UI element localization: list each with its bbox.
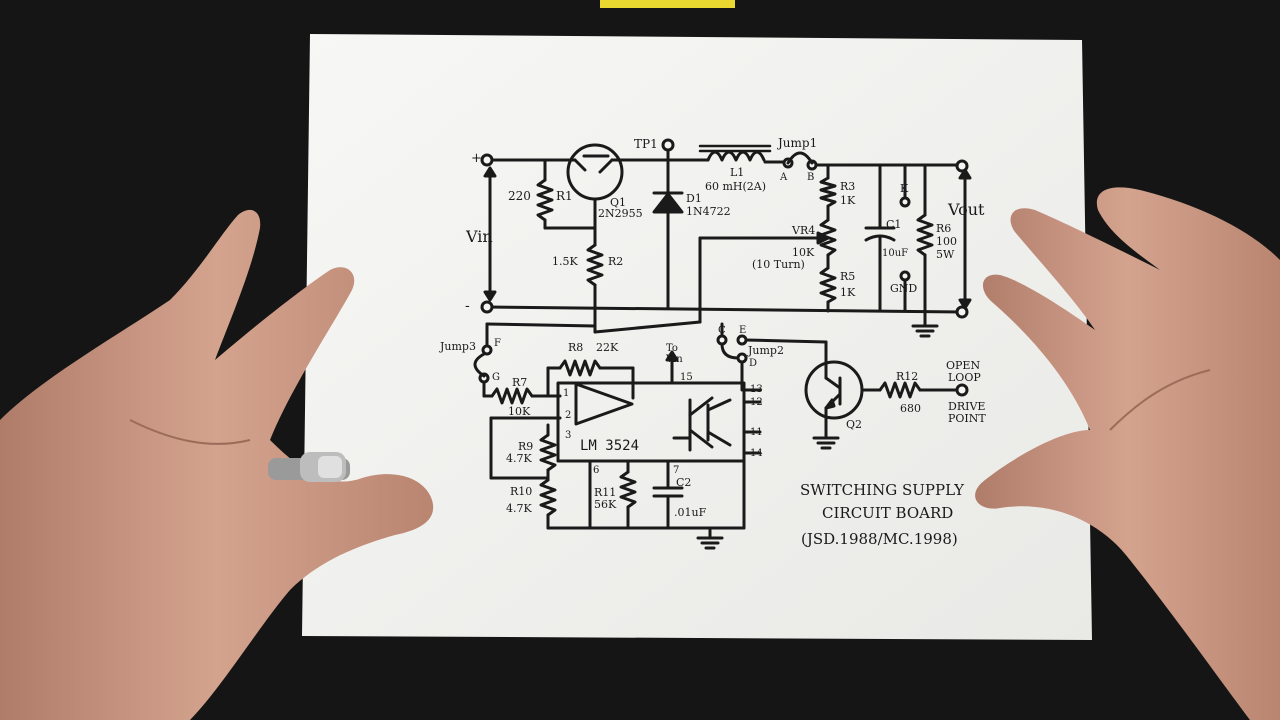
title-line-1: SWITCHING SUPPLY [800,481,965,499]
pin-2: 2 [565,410,571,421]
pin-7: 7 [673,465,679,476]
jump1-label: Jump1 [776,136,817,150]
jump3-f: F [494,338,501,349]
r2-value: 1.5K [552,255,578,268]
schematic-labels: + - Vin Vout TP1 220 R1 Q1 2N2955 D1 1N4… [439,136,986,548]
vout-label: Vout [947,200,985,219]
pin-12: 12 [750,397,763,408]
pin-14: 14 [750,448,763,459]
q2-label: Q2 [846,418,862,431]
r10-label: R10 [510,485,532,498]
r6-label: R6 [936,222,951,235]
drive-line-3: DRIVE [948,400,985,413]
pin-11: 11 [750,427,763,438]
r12-label: R12 [896,370,918,383]
jump1-b: B [807,172,814,183]
r7-label: R7 [512,376,527,389]
minus-label: - [465,298,470,314]
vin-label: Vin [465,227,493,246]
jump3-g: G [492,372,500,383]
left-hand [0,209,434,720]
vr4-note: (10 Turn) [752,258,805,271]
r12-value: 680 [900,402,921,415]
plus-label: + [471,151,482,166]
r11-value: 56K [594,498,617,511]
circuit-schematic [473,138,972,550]
r5-value: 1K [840,286,856,299]
gnd-label: GND [890,282,917,295]
r5-label: R5 [840,270,855,283]
r6-watt: 5W [936,248,955,261]
d1-label: D1 [686,192,702,205]
r8-value: 22K [596,341,619,354]
pin-3: 3 [565,430,571,441]
jump2-label: Jump2 [747,344,784,357]
r11-label: R11 [594,486,616,499]
jump2-d: D [749,358,757,369]
drive-line-2: LOOP [948,371,981,384]
to-vin-label: Vin [665,354,683,365]
r2-label: R2 [608,255,623,268]
right-hand [975,187,1280,720]
yellow-tape [600,0,735,8]
q1-part: 2N2955 [598,207,643,220]
r3-value: 1K [840,194,856,207]
r8-label: R8 [568,341,583,354]
c2-value: .01uF [674,506,707,519]
ic-label: LM 3524 [580,438,639,454]
pin-6: 6 [593,465,599,476]
to-label: To [666,343,678,354]
title-line-3: (JSD.1988/MC.1998) [801,530,958,548]
c1-value: 10uF [882,248,908,259]
r1-label: R1 [556,189,573,203]
jump2-e: E [739,325,746,336]
pin-15: 15 [680,372,693,383]
drive-line-1: OPEN [946,359,980,372]
d1-part: 1N4722 [686,205,731,218]
k-label: K [900,182,909,195]
tp1-label: TP1 [634,137,658,151]
jump3-label: Jump3 [439,340,476,353]
r9-label: R9 [518,440,533,453]
drive-line-4: POINT [948,412,986,425]
r6-value: 100 [936,235,957,248]
pin-1: 1 [563,388,569,399]
vr4-value: 10K [792,246,815,259]
jump1-a: A [779,172,788,183]
r7-value: 10K [508,405,531,418]
r1-value: 220 [508,189,531,203]
c2-label: C2 [676,476,691,489]
jump2-c: C [718,325,726,336]
paper-sheet [302,34,1092,640]
l1-label: L1 [730,166,744,179]
l1-value: 60 mH(2A) [705,180,766,193]
c1-label: C1 [886,218,901,231]
r3-label: R3 [840,180,855,193]
title-line-2: CIRCUIT BOARD [822,504,953,522]
pin-13: 13 [750,384,763,395]
r9-value: 4.7K [506,452,532,465]
r10-value: 4.7K [506,502,532,515]
vr4-label: VR4 [791,224,815,237]
q1-label: Q1 [610,196,626,209]
